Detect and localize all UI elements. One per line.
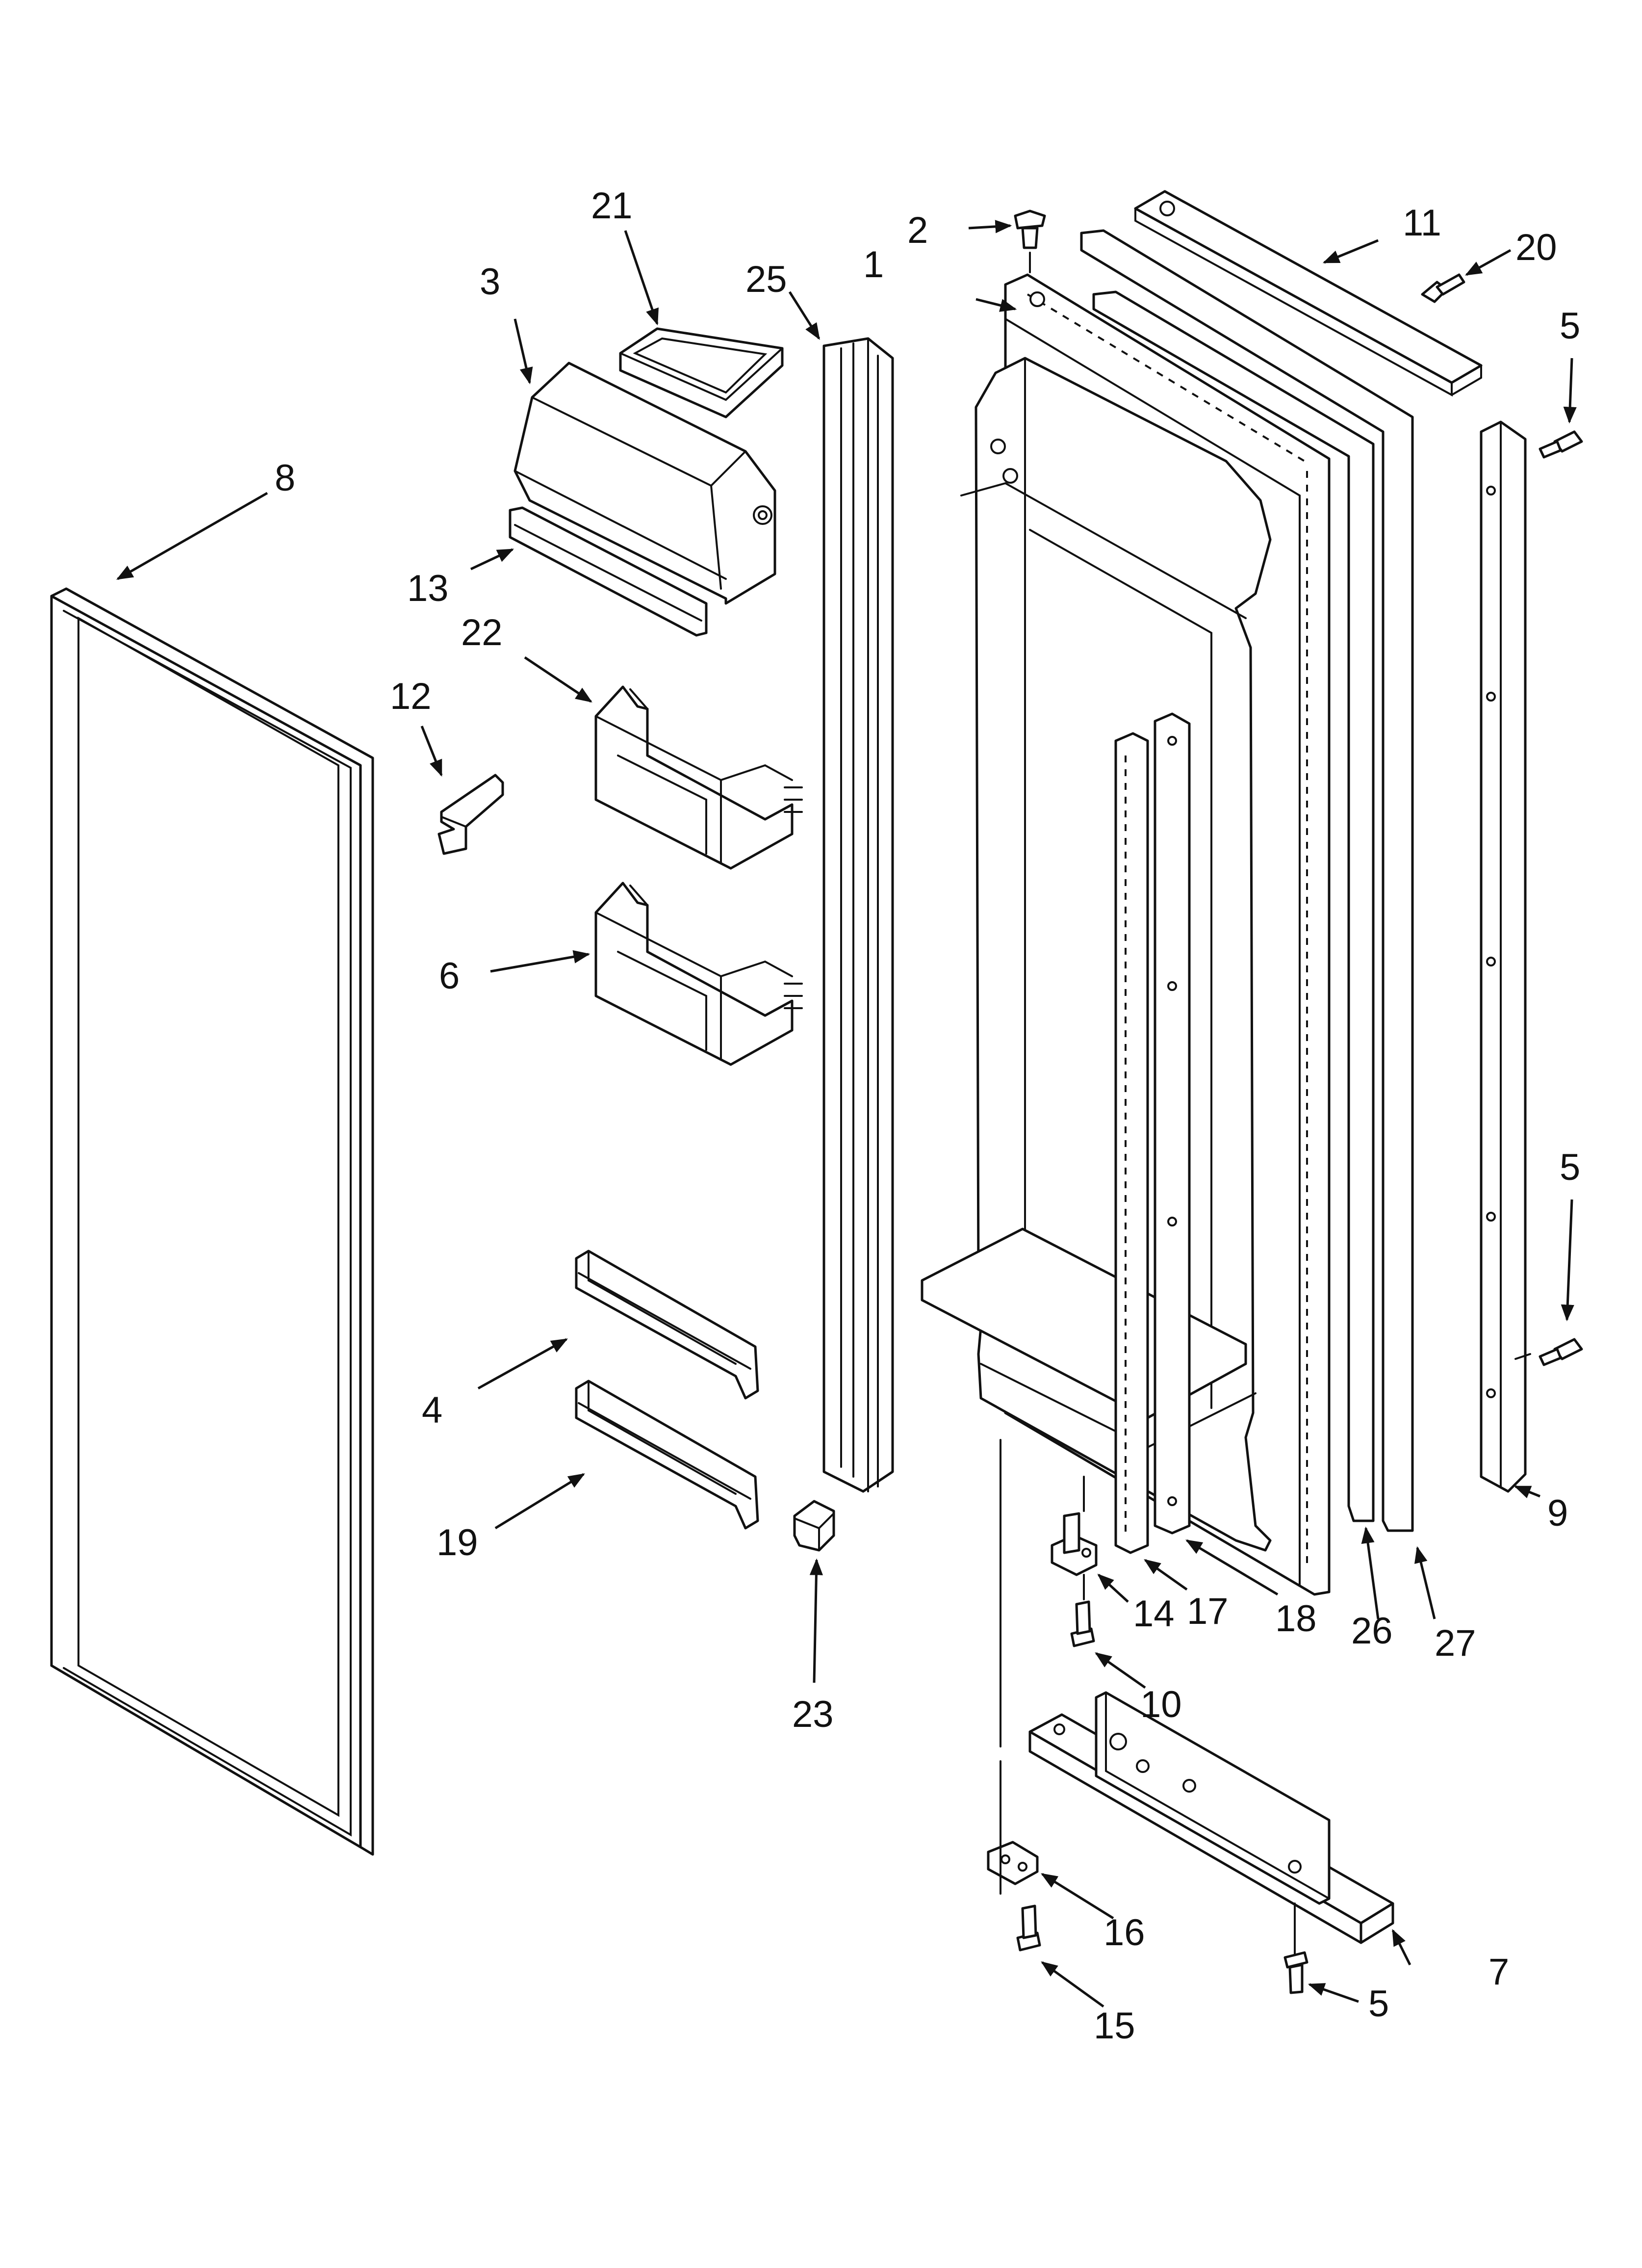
callout-27: 27 <box>1435 1622 1476 1664</box>
part-2-screw <box>1014 209 1046 249</box>
callout-7: 7 <box>1488 1951 1509 1993</box>
part-23-clip <box>793 1500 835 1552</box>
part-12-bracket <box>437 774 504 855</box>
callout-10: 10 <box>1140 1684 1182 1725</box>
callout-4: 4 <box>422 1389 442 1431</box>
callout-6: 6 <box>439 955 460 997</box>
part-11-top-cap <box>1134 190 1483 397</box>
callout-19: 19 <box>436 1522 478 1564</box>
part-14-hinge-pin <box>1051 1512 1098 1576</box>
callout-5-bottom: 5 <box>1368 1983 1389 2025</box>
callout-11: 11 <box>1403 202 1441 244</box>
callout-23: 23 <box>792 1694 834 1735</box>
part-18-vertical-strip <box>1154 712 1191 1535</box>
part-10-screw <box>1070 1600 1095 1647</box>
part-5-screw-bottom <box>1283 1951 1308 1994</box>
callout-13: 13 <box>407 568 449 609</box>
part-6-door-shelf <box>594 882 803 1066</box>
callout-22: 22 <box>461 612 503 653</box>
part-26-door-panel <box>1092 290 1375 1522</box>
callout-20: 20 <box>1515 227 1557 268</box>
part-25-vertical-trim <box>822 337 894 1493</box>
part-7-bottom-bracket <box>1028 1691 1394 1944</box>
part-20-screw <box>1421 273 1465 303</box>
part-27-outer-door-panel <box>1080 229 1414 1532</box>
part-3-dairy-compartment <box>513 362 776 605</box>
callout-17: 17 <box>1187 1590 1229 1632</box>
part-21-small-bin <box>619 327 784 418</box>
callout-12: 12 <box>390 676 432 717</box>
part-19-shelf-rail <box>575 1380 759 1530</box>
part-5-screw-top <box>1539 430 1583 459</box>
callout-14: 14 <box>1133 1593 1175 1635</box>
callout-18: 18 <box>1275 1598 1317 1640</box>
part-17-vertical-strip <box>1114 732 1149 1554</box>
part-8-door-gasket <box>50 587 374 1856</box>
leader-arrows <box>116 220 1577 2008</box>
callout-5-top: 5 <box>1560 305 1580 347</box>
part-4-shelf-rail <box>575 1250 759 1400</box>
part-5-screw-middle <box>1539 1338 1583 1366</box>
callout-26: 26 <box>1351 1610 1393 1652</box>
part-15-screw <box>1016 1904 1041 1952</box>
callout-1: 1 <box>863 244 884 286</box>
callout-3: 3 <box>480 261 500 303</box>
callout-labels: 1 2 3 4 5 5 5 6 7 8 9 10 11 12 13 14 15 … <box>275 185 1580 2047</box>
callout-15: 15 <box>1094 2005 1135 2047</box>
callout-5-middle: 5 <box>1560 1147 1580 1188</box>
callout-21: 21 <box>591 185 633 227</box>
part-22-door-shelf <box>594 685 803 870</box>
callout-8: 8 <box>275 457 295 499</box>
part-16-hinge-block <box>987 1841 1039 1885</box>
part-13-trim-strip <box>509 506 708 637</box>
callout-25: 25 <box>745 259 787 300</box>
callout-16: 16 <box>1103 1912 1145 1954</box>
callout-9: 9 <box>1547 1492 1568 1534</box>
callout-2: 2 <box>907 209 928 251</box>
assembly-lines <box>1000 252 1531 1956</box>
part-9-side-trim <box>1480 420 1527 1493</box>
